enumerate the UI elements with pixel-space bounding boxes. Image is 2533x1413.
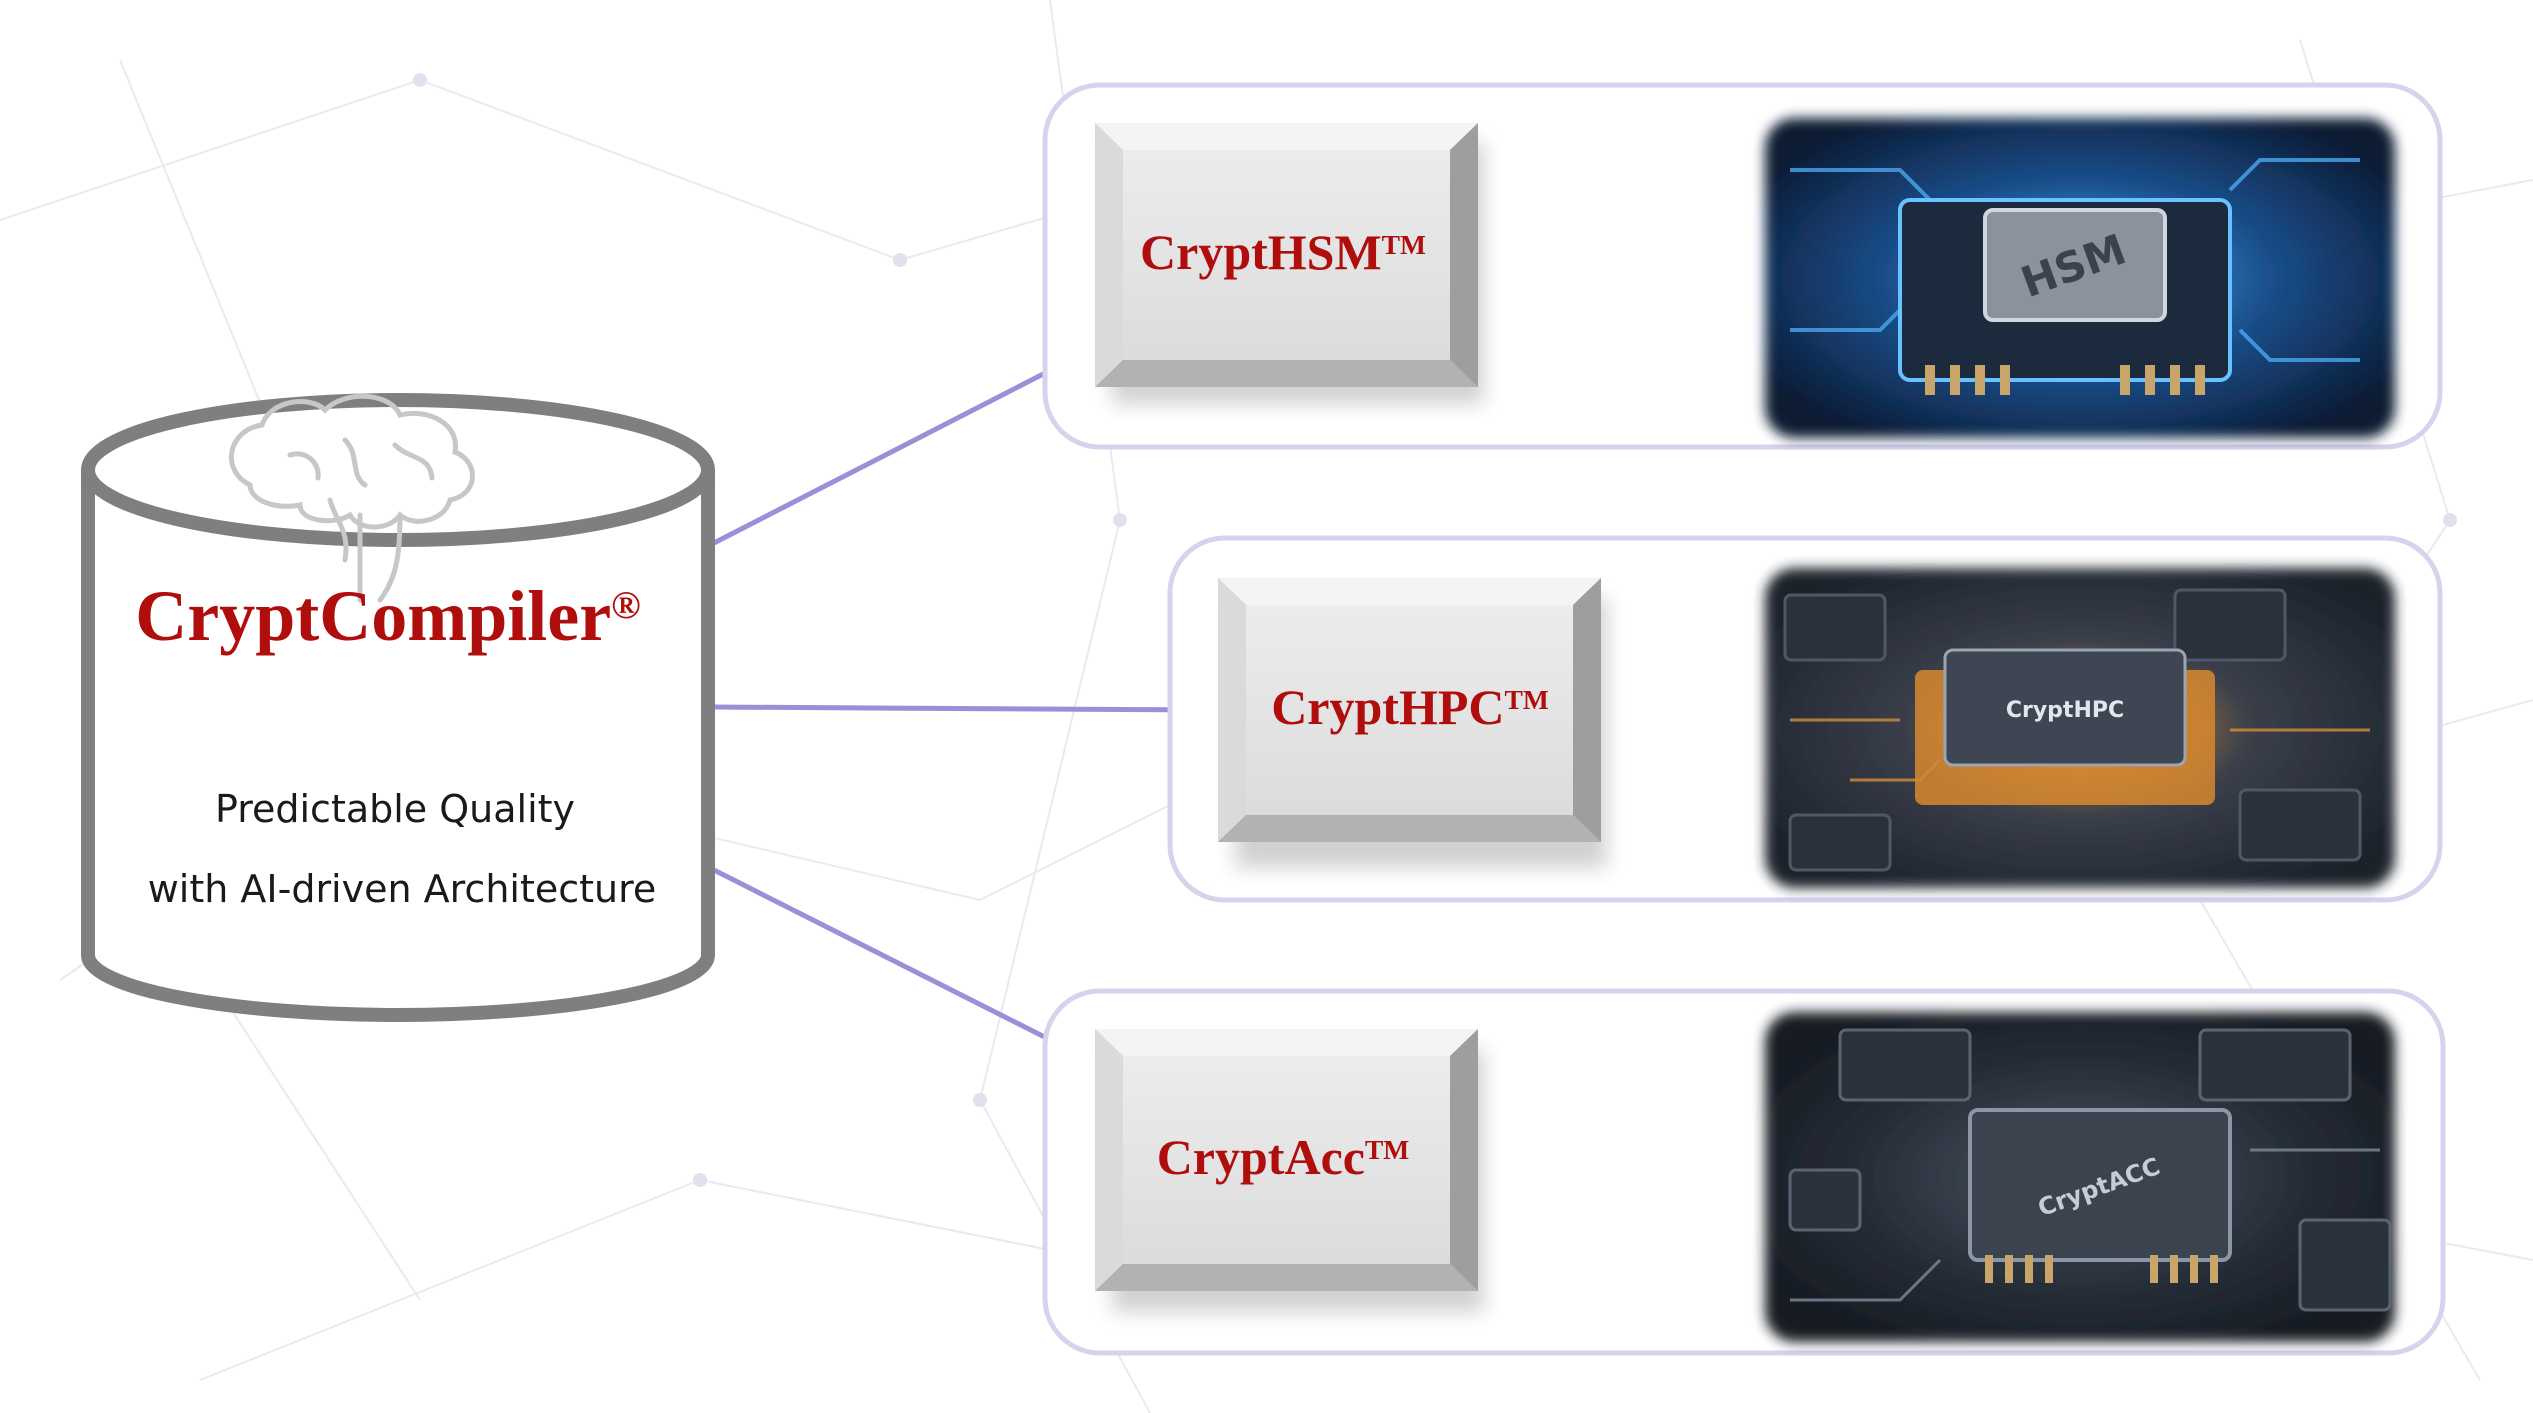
connector-acc [708,865,1092,1063]
connectors [708,347,1216,1063]
product-button-hsm[interactable]: CryptHSMTM [1095,123,1484,404]
product-button-acc[interactable]: CryptAccTM [1095,1029,1484,1312]
product-panel-hsm: CryptHSMTM HSM [1042,82,2443,450]
product-panel-hpc: CryptHPCTM CryptHPC [1167,535,2443,903]
brain-icon [229,393,475,603]
product-label-hpc: CryptHPCTM [1271,679,1549,735]
compiler-tagline-line2: with AI-driven Architecture [148,867,657,911]
product-label-hsm: CryptHSMTM [1140,224,1426,280]
compiler-database: CryptCompiler® Predictable Quality with … [81,393,715,1022]
hsm-chip-image: HSM [1765,118,2395,438]
product-panel-acc: CryptAccTM CryptACC [1042,988,2446,1356]
product-button-hpc[interactable]: CryptHPCTM [1218,578,1607,868]
hpc-chip-image: CryptHPC [1765,568,2395,888]
hpc-chip-label: CryptHPC [2006,698,2124,723]
product-label-acc: CryptAccTM [1157,1129,1410,1185]
acc-chip-image: CryptACC [1765,1012,2395,1342]
connector-hsm [708,347,1092,548]
connector-hpc [709,704,1216,713]
compiler-tagline-line1: Predictable Quality [215,787,575,831]
compiler-title: CryptCompiler® [135,576,641,656]
